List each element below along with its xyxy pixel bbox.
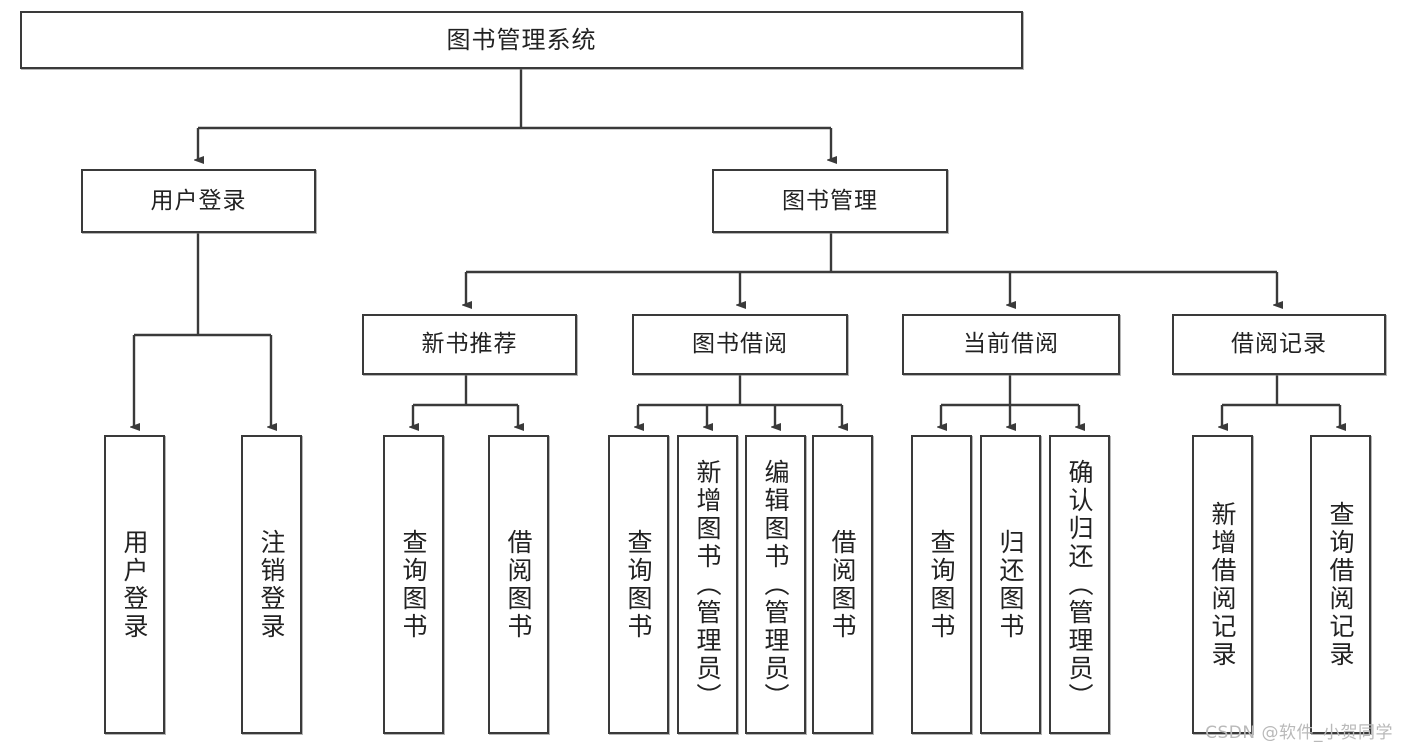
node-label: 新增图书（管理员） (693, 458, 722, 711)
node-leaf-edit-book-admin[interactable]: 编辑图书（管理员） (745, 435, 806, 734)
node-label: 用户登录 (150, 187, 247, 214)
node-book-borrow[interactable]: 图书借阅 (632, 314, 848, 375)
node-label: 借阅图书 (828, 528, 857, 641)
node-leaf-query-book-recommend[interactable]: 查询图书 (383, 435, 444, 734)
node-new-book-recommend[interactable]: 新书推荐 (362, 314, 577, 375)
node-leaf-borrow-book-recommend[interactable]: 借阅图书 (488, 435, 549, 734)
node-label: 图书借阅 (692, 331, 788, 358)
node-label: 借阅记录 (1231, 331, 1327, 358)
node-label: 图书管理系统 (446, 26, 597, 54)
node-label: 借阅图书 (504, 528, 533, 641)
node-leaf-query-borrow-record[interactable]: 查询借阅记录 (1310, 435, 1371, 734)
node-label: 查询图书 (927, 528, 956, 641)
node-user-login[interactable]: 用户登录 (81, 169, 316, 233)
node-label: 用户登录 (120, 528, 149, 641)
node-label: 当前借阅 (963, 331, 1059, 358)
node-leaf-user-login[interactable]: 用户登录 (104, 435, 165, 734)
node-current-borrow[interactable]: 当前借阅 (902, 314, 1120, 375)
node-label: 查询借阅记录 (1326, 500, 1355, 669)
node-label: 归还图书 (996, 528, 1025, 641)
node-label: 新增借阅记录 (1208, 500, 1237, 669)
node-root-library-system[interactable]: 图书管理系统 (20, 11, 1023, 69)
node-label: 查询图书 (399, 528, 428, 641)
node-label: 图书管理 (782, 187, 878, 214)
node-book-management[interactable]: 图书管理 (712, 169, 948, 233)
node-borrow-record[interactable]: 借阅记录 (1172, 314, 1386, 375)
node-label: 编辑图书（管理员） (761, 458, 790, 711)
node-leaf-logout[interactable]: 注销登录 (241, 435, 302, 734)
node-leaf-add-book-admin[interactable]: 新增图书（管理员） (677, 435, 738, 734)
node-label: 注销登录 (257, 528, 286, 641)
node-leaf-borrow-book[interactable]: 借阅图书 (812, 435, 873, 734)
node-leaf-confirm-return-admin[interactable]: 确认归还（管理员） (1049, 435, 1110, 734)
node-leaf-return-book[interactable]: 归还图书 (980, 435, 1041, 734)
node-leaf-query-book-borrow[interactable]: 查询图书 (608, 435, 669, 734)
node-label: 确认归还（管理员） (1065, 458, 1094, 711)
node-leaf-query-book-current[interactable]: 查询图书 (911, 435, 972, 734)
node-leaf-add-borrow-record[interactable]: 新增借阅记录 (1192, 435, 1253, 734)
node-label: 新书推荐 (421, 331, 518, 358)
csdn-watermark: CSDN @软件_小贺同学 (1205, 723, 1393, 743)
node-label: 查询图书 (624, 528, 653, 641)
